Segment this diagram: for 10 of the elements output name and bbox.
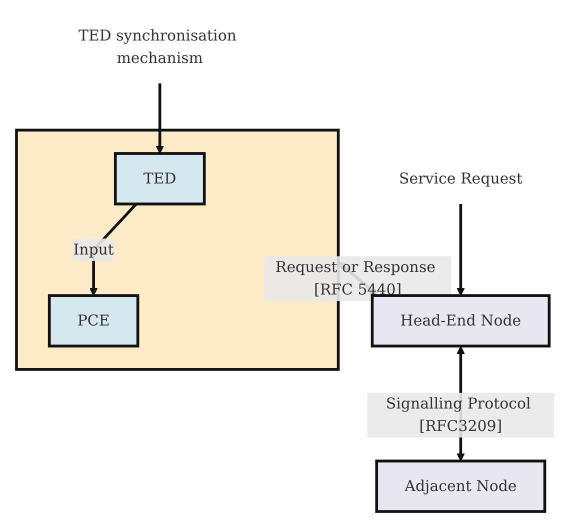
edge-label: Signalling Protocol [RFC3209] xyxy=(386,394,531,435)
edge-label: Input xyxy=(73,240,114,258)
arrow xyxy=(456,204,465,296)
node-text: TED synchronisation mechanism xyxy=(78,26,237,67)
node-box: Adjacent Node xyxy=(375,460,546,513)
node-text: Service Request xyxy=(399,169,523,188)
node-box: PCE xyxy=(48,294,140,348)
node-box: TED xyxy=(114,152,206,206)
arrow xyxy=(156,83,164,154)
node-box: Head-End Node xyxy=(371,294,551,348)
